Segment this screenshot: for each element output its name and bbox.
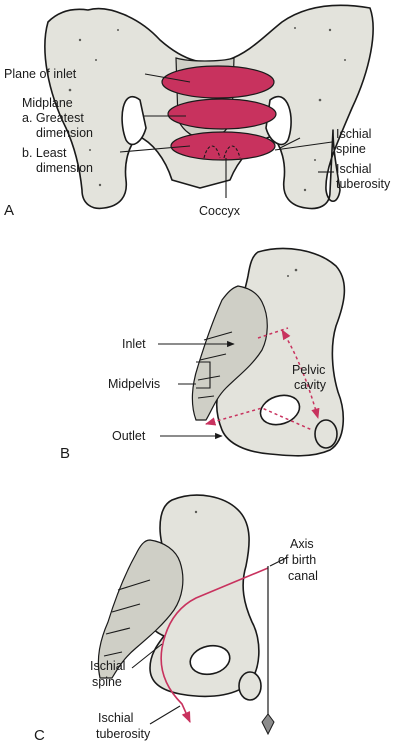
panel-b-letter: B: [60, 445, 70, 462]
label-ischial-tuberosity-c-1: Ischial: [98, 711, 133, 725]
midpelvis-bracket: [196, 361, 211, 389]
obturator-foramen-c: [189, 644, 231, 676]
label-least-dimension-2: dimension: [36, 161, 93, 175]
label-axis-3: canal: [288, 569, 318, 583]
label-axis-2: of birth: [278, 553, 316, 567]
obturator-left: [121, 96, 147, 146]
label-ischial-spine-2: spine: [336, 142, 366, 156]
plane-least-disc: [170, 131, 276, 161]
panel-a-letter: A: [4, 202, 14, 219]
sacral-segments-c: [103, 579, 151, 657]
label-least-dimension-1: b. Least: [22, 146, 67, 160]
label-pelvic-cavity-2: cavity: [294, 378, 327, 392]
panel-c: Axis of birth canal Ischial spine Ischia…: [34, 494, 318, 744]
coccyx-dashes: [203, 145, 241, 159]
outlet-diameter-b: [204, 407, 313, 431]
label-ischial-spine-1: Ischial: [336, 127, 371, 141]
label-ischial-spine-c-2: spine: [92, 675, 122, 689]
label-midplane: Midplane: [22, 96, 73, 110]
pelvic-cavity-arc: [281, 329, 320, 420]
label-ischial-tuberosity-1: Ischial: [336, 162, 371, 176]
label-ischial-tuberosity-2: tuberosity: [336, 177, 391, 191]
axis-curve: [160, 567, 269, 724]
bone-speckles-a: [68, 27, 346, 192]
label-midpelvis: Midpelvis: [108, 377, 160, 391]
label-greatest-dimension-1: a. Greatest: [22, 111, 84, 125]
pelvis-lateral-view-b: [191, 247, 346, 457]
pubic-end-b: [314, 419, 338, 449]
plane-inlet-disc: [161, 65, 275, 99]
label-coccyx: Coccyx: [199, 204, 241, 218]
label-plane-of-inlet: Plane of inlet: [4, 67, 77, 81]
label-greatest-dimension-2: dimension: [36, 126, 93, 140]
sacrum-b: [191, 285, 268, 421]
sacrum-c: [97, 539, 184, 679]
birth-canal-axis: [160, 566, 275, 736]
label-outlet: Outlet: [112, 429, 146, 443]
panel-b: Inlet Midpelvis Outlet Pelvic cavity B: [60, 247, 346, 462]
label-ischial-tuberosity-c-2: tuberosity: [96, 727, 151, 741]
pelvis-lateral-view-c: [97, 494, 262, 701]
pubic-end-c: [238, 671, 262, 701]
label-ischial-spine-c-1: Ischial: [90, 659, 125, 673]
label-axis-1: Axis: [290, 537, 314, 551]
pelvic-diameters-b: [204, 327, 320, 431]
plane-greatest-disc: [167, 98, 277, 130]
panel-c-letter: C: [34, 727, 45, 744]
pelvic-planes: [161, 65, 277, 161]
panel-a-leaders: [119, 73, 334, 198]
ischial-spine-mark: [279, 137, 301, 149]
label-pelvic-cavity-1: Pelvic: [292, 363, 325, 377]
panel-a: Plane of inlet Midplane a. Greatest dime…: [4, 4, 391, 219]
label-inlet: Inlet: [122, 337, 146, 351]
plumb-bob-icon: [261, 713, 275, 736]
panel-b-leaders: [158, 340, 235, 440]
sacral-segments-b: [197, 331, 233, 399]
panel-c-leaders: [131, 557, 287, 725]
